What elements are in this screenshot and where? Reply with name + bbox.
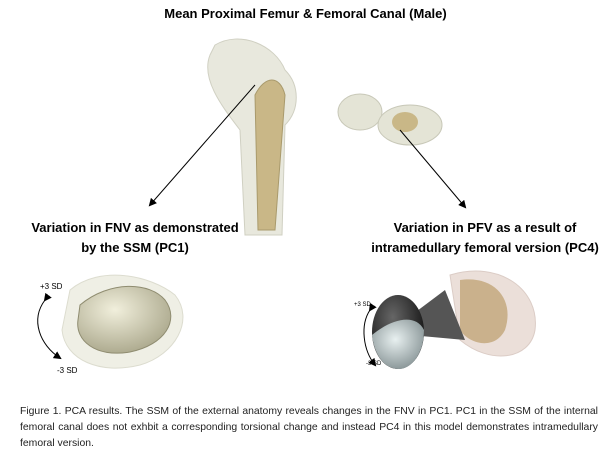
pfv-variation-illustration: [363, 270, 536, 370]
left-plus-3sd-label: +3 SD: [40, 282, 63, 291]
left-minus-3sd-label: -3 SD: [57, 366, 78, 375]
rotation-arrow: [37, 292, 62, 360]
rotation-arrow: [363, 302, 377, 367]
left-heading-line1: Variation in FNV as demonstrated: [31, 220, 239, 235]
fnv-variation-illustration: [37, 274, 184, 369]
figure-title: Mean Proximal Femur & Femoral Canal (Mal…: [164, 6, 447, 21]
left-panel-heading: Variation in FNV as demonstrated by the …: [10, 218, 260, 258]
mean-femur-top-view: [337, 93, 443, 146]
arrow-to-pfv: [399, 129, 467, 209]
figure-caption: Figure 1. PCA results. The SSM of the ex…: [20, 406, 598, 449]
arrow-to-fnv: [148, 84, 256, 207]
mean-femur-illustration: [207, 38, 297, 236]
right-heading-line2: intramedullary femoral version (PC4): [371, 240, 599, 255]
right-plus-3sd-label: +3 SD: [354, 302, 371, 308]
right-minus-3sd-label: -3 SD: [366, 361, 382, 367]
right-heading-line1: Variation in PFV as a result of: [393, 220, 577, 235]
right-panel-heading: Variation in PFV as a result of intramed…: [360, 218, 610, 258]
left-heading-line2: by the SSM (PC1): [81, 240, 189, 255]
